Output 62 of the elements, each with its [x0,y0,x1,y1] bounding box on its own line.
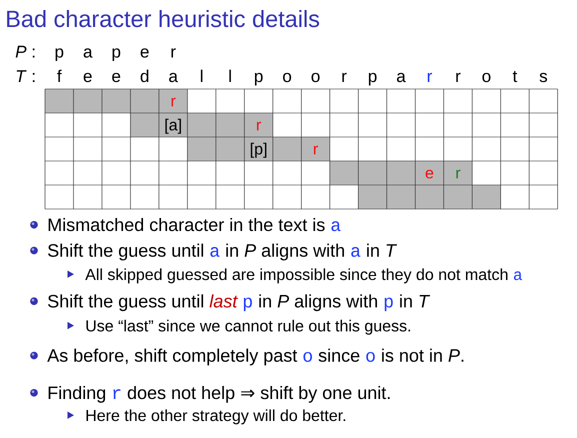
label: As before, shift completely past [47,348,298,366]
grid-letter: [a] [165,118,181,134]
text-letter: p [368,72,377,86]
grid-letter: r [314,146,318,154]
text-letter: d [140,70,148,82]
pattern-letter: e [140,48,149,58]
pattern-letter: p [112,48,120,62]
text-letter: o [283,72,292,82]
label: Finding [48,386,106,403]
text-letter: p [254,72,263,86]
row-label: T : [16,70,34,82]
text-letter: l [229,70,231,82]
text-letter: o [482,72,490,82]
bullet-text: Finding r does not help ⇒ shift by one unit. [48,386,390,403]
label: p [384,298,393,312]
pattern-letter: r [171,48,176,58]
label: a [210,247,220,257]
grid-letter: [p] [250,142,266,158]
label: Shift the guess until [48,244,204,260]
text-letter: o [312,72,320,82]
bullet-text: Mismatched character in the text is a [48,218,340,232]
grid-letter: r [456,170,460,178]
bullet-text: Shift the guess until last p in P aligns with p in T [48,294,430,312]
sub-bullet-text: All skipped guessed are impossible since they do not match a [85,268,522,284]
label: Shift the guess until [48,294,204,312]
text-letter: f [57,70,62,82]
text-letter: s [540,72,548,82]
text-letter: a [169,72,178,82]
label: a [351,247,360,257]
label: last [210,294,238,308]
slide-title: Bad character heuristic details [7,10,320,28]
grid-letter: r [257,122,261,130]
label: in T [400,294,430,308]
label: does not help [128,386,234,403]
label: shift by one unit. [260,386,390,403]
sub-bullet-text: Here the other strategy will do better. [86,409,346,424]
text-letter: l [200,70,202,82]
text-letter: e [112,72,120,82]
bullet-text: Shift the guess until a in P aligns with a in T [48,244,398,260]
label: in T [367,244,398,257]
label: in P aligns with [226,244,344,260]
label: in P aligns with [259,294,377,312]
label: since [318,348,360,362]
pattern-letter: a [84,48,92,58]
label: o [303,352,312,362]
label: r [113,389,120,399]
pattern-letter: p [56,48,64,62]
grid-letter: r [172,98,176,106]
text-letter: r [342,72,347,82]
label: o [366,352,375,362]
label: p [244,298,252,312]
text-letter: t [512,71,518,82]
sub-bullet-text: Use “last” since we cannot rule out this guess. [86,320,410,335]
text-letter: r [456,72,460,82]
text-letter: e [84,72,92,82]
label: ⇒ [241,390,254,398]
label: is not in P. [382,348,464,362]
text-letter: r [428,72,432,82]
row-label: P : [16,46,34,58]
text-letter: a [397,72,406,82]
bullet-text: As before, shift completely past o since o is not in P. [47,348,464,366]
grid-letter: e [426,170,434,179]
